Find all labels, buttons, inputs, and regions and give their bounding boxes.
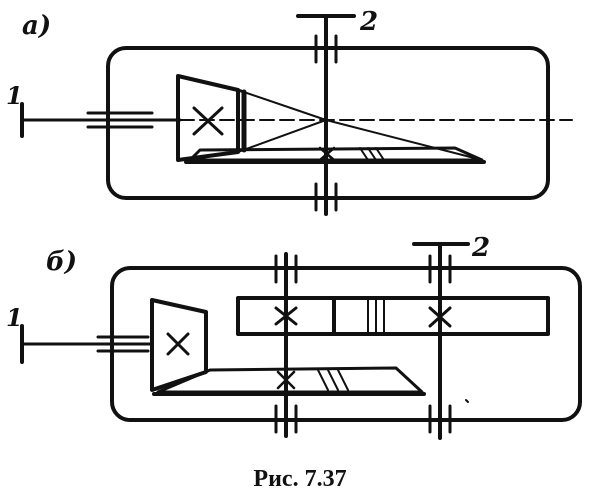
variant-a-diagram: а) 1 [6, 7, 573, 216]
variant-b-input-shaft: 1 [6, 303, 154, 364]
variant-b-diagram: б) 1 [6, 233, 582, 440]
variant-b-intermediate-shaft [274, 252, 298, 438]
variant-a-bevel-wheel [184, 146, 486, 164]
variant-b-spur-gear-pair [236, 296, 550, 336]
variant-a-output-shaft: 2 [296, 7, 378, 216]
variant-b-bevel-wheel [152, 366, 426, 396]
variant-b-output-shaft: 2 [412, 233, 490, 440]
variant-a-input-label: 1 [6, 81, 23, 110]
variant-a-cone-lines [237, 89, 483, 161]
variant-b-input-label: 1 [6, 303, 23, 332]
variant-b-label: б) [46, 247, 77, 277]
variant-b-stray-mark [465, 399, 469, 403]
figure-caption: Рис. 7.37 [253, 466, 346, 492]
variant-b-output-label: 2 [471, 233, 490, 263]
variant-a-output-label: 2 [359, 7, 378, 37]
variant-a-bevel-pinion [176, 74, 247, 162]
variant-a-input-shaft: 1 [6, 81, 182, 138]
variant-a-label: а) [22, 11, 51, 41]
variant-b-housing [110, 266, 582, 422]
